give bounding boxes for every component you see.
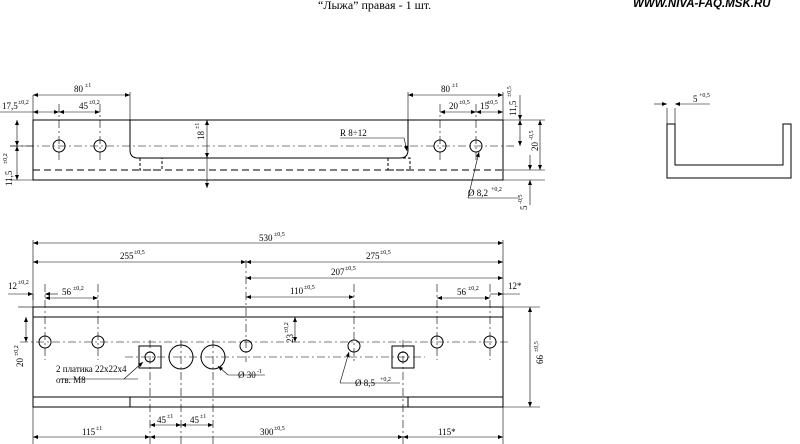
- svg-text:±1: ±1: [85, 83, 91, 89]
- top-view-outline: [32, 119, 504, 181]
- dim-45-a: 45: [157, 415, 167, 425]
- svg-text:±0,2: ±0,2: [18, 280, 29, 286]
- drawing-title: “Лыжа” правая - 1 шт.: [318, 0, 432, 12]
- svg-text:±0,5: ±0,5: [534, 341, 540, 352]
- svg-text:±0,5: ±0,5: [507, 86, 513, 97]
- top-view: [0, 92, 545, 205]
- plate-hole-label: отв. М8: [56, 375, 86, 385]
- dim-207: 207: [331, 267, 345, 277]
- svg-text:±0,5: ±0,5: [274, 232, 285, 238]
- svg-text:±0,5: ±0,5: [274, 426, 285, 432]
- svg-text:±0,2: ±0,2: [89, 100, 100, 106]
- dim-11-5-right: 11,5: [508, 100, 518, 116]
- dim-20-bottom: 20: [15, 358, 25, 368]
- svg-text:±0,5: ±0,5: [304, 285, 315, 291]
- dim-20-side: 20: [530, 142, 540, 152]
- dim-45-b: 45: [190, 415, 200, 425]
- dim-530: 530: [259, 233, 273, 243]
- dim-45: 45: [79, 101, 89, 111]
- dim-80-left: 80: [74, 84, 84, 94]
- top-view-dimension-lines: [0, 92, 545, 205]
- dia-8-5-label: Ø 8,5: [355, 378, 375, 388]
- dim-80-right: 80: [441, 84, 451, 94]
- hole-diameter: Ø 8,2: [468, 188, 488, 198]
- svg-text:±1: ±1: [452, 83, 458, 89]
- dim-12-right: 12*: [508, 281, 522, 291]
- dim-275: 275: [366, 251, 380, 261]
- dim-23: 23: [285, 334, 295, 344]
- svg-text:-0,5: -0,5: [529, 131, 535, 141]
- top-view-centerlines: [10, 104, 515, 160]
- svg-text:±0,5: ±0,5: [487, 100, 498, 106]
- top-view-cutout: [129, 120, 409, 159]
- radius-label: R 8÷12: [340, 128, 367, 138]
- dim-11-5-left: 11,5: [4, 170, 14, 186]
- bottom-view-outline: [32, 306, 504, 408]
- bottom-view: [8, 240, 540, 444]
- u-channel-profile: [666, 123, 792, 179]
- svg-text:±0,2: ±0,2: [284, 322, 290, 333]
- bottom-view-labels: 530 ±0,5 255 ±0,5 275 ±0,5 207 ±0,5 110 …: [8, 232, 545, 437]
- dim-115-right: 115*: [438, 427, 456, 437]
- svg-text:-0,5: -0,5: [518, 195, 524, 205]
- dim-18: 18: [196, 131, 206, 141]
- section-dim-5: 5: [693, 94, 698, 104]
- top-view-hidden-details: [139, 157, 411, 171]
- svg-text:±0,2: ±0,2: [14, 345, 20, 356]
- svg-text:±0,5: ±0,5: [380, 250, 391, 256]
- svg-text:±0,2: ±0,2: [73, 286, 84, 292]
- svg-text:+0,2: +0,2: [380, 377, 391, 383]
- dim-56-left: 56: [62, 287, 72, 297]
- svg-text:±1: ±1: [167, 414, 173, 420]
- svg-text:+0,2: +0,2: [491, 187, 502, 193]
- svg-text:±0,5: ±0,5: [345, 266, 356, 272]
- dia-30-label: Ø 30: [238, 370, 256, 380]
- dim-56-right: 56: [457, 287, 467, 297]
- plate-label: 2 платика 22х22х4: [56, 364, 127, 374]
- dim-15: 15: [480, 101, 490, 111]
- top-view-labels: 80 ±1 17,5 ±0,2 45 ±0,2 11,5 ±0,2 18 ±1 …: [2, 83, 540, 210]
- dim-20-top: 20: [449, 101, 459, 111]
- dim-5: 5: [519, 205, 529, 210]
- dim-17-5: 17,5: [2, 101, 18, 111]
- svg-text:±0,5: ±0,5: [459, 100, 470, 106]
- dim-12-left: 12: [8, 281, 17, 291]
- svg-text:±0,2: ±0,2: [18, 100, 29, 106]
- section-view: [654, 102, 792, 179]
- svg-text:±1: ±1: [96, 426, 102, 432]
- svg-text:±0,2: ±0,2: [468, 286, 479, 292]
- svg-text:±0,5: ±0,5: [134, 250, 145, 256]
- bottom-view-centerlines: [20, 260, 510, 444]
- dim-300: 300: [260, 427, 274, 437]
- svg-text:±0,2: ±0,2: [3, 153, 9, 164]
- svg-text:±1: ±1: [200, 414, 206, 420]
- bottom-view-dimension-lines: [8, 240, 540, 444]
- dim-115-left: 115: [82, 427, 96, 437]
- site-url: WWW.NIVA-FAQ.MSK.RU: [633, 0, 771, 10]
- section-view-labels: 5 +0,5: [693, 93, 710, 104]
- dim-110: 110: [290, 286, 304, 296]
- dim-66: 66: [535, 355, 545, 365]
- svg-text:-1: -1: [257, 369, 262, 375]
- svg-text:+0,5: +0,5: [699, 93, 710, 99]
- dim-255: 255: [120, 251, 134, 261]
- svg-text:±1: ±1: [195, 123, 201, 129]
